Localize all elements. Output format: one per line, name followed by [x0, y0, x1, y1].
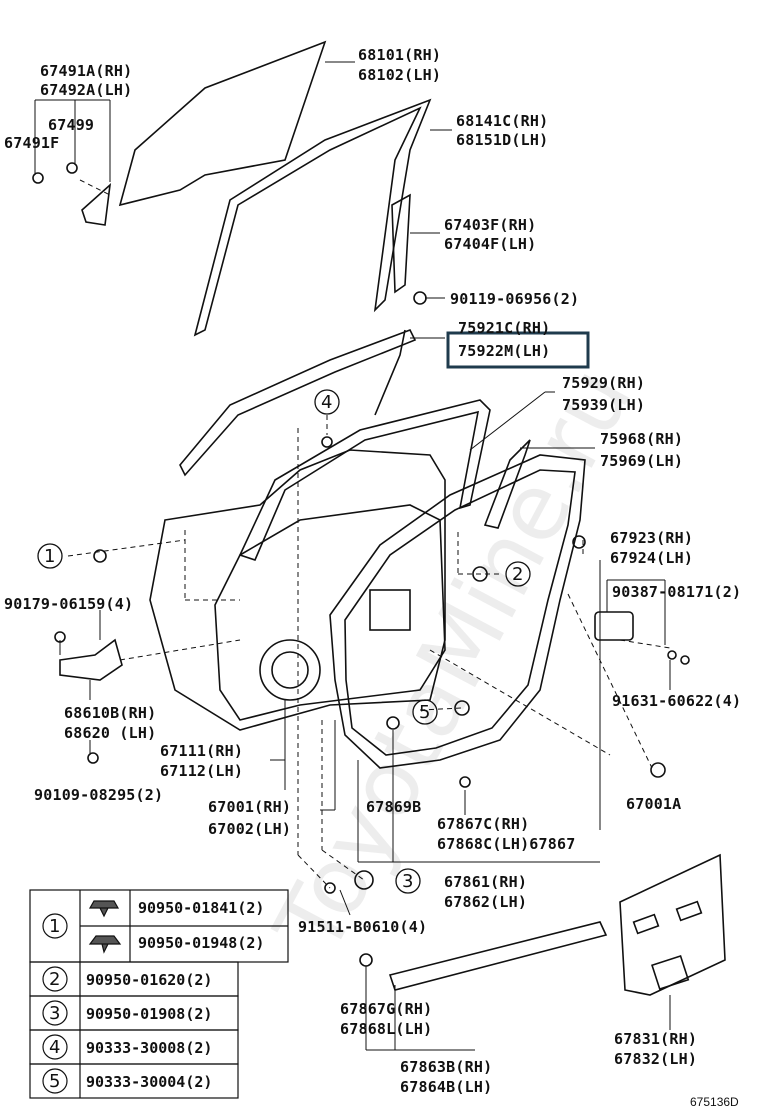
label-68610b: 68610B(RH): [64, 704, 156, 722]
door-trim: [619, 853, 726, 996]
label-67491a: 67491A(RH): [40, 62, 132, 80]
label-67111: 67111(RH): [160, 742, 243, 760]
legend-part-1b: 90950-01948(2): [138, 934, 264, 952]
door-hinge: [59, 638, 123, 681]
callout-4: 4: [321, 392, 332, 413]
lower-moulding: [388, 921, 608, 991]
callout-5: 5: [419, 702, 430, 723]
legend-part-3: 90950-01908(2): [86, 1005, 212, 1023]
label-75922m: 75922M(LH): [458, 342, 550, 360]
door-drawing: [32, 40, 726, 996]
label-75939: 75939(LH): [562, 396, 645, 414]
label-67862: 67862(LH): [444, 893, 527, 911]
label-90119: 90119-06956(2): [450, 290, 579, 308]
label-67404f: 67404F(LH): [444, 235, 536, 253]
label-67112: 67112(LH): [160, 762, 243, 780]
label-90387: 90387-08171(2): [612, 583, 741, 601]
legend-num-2: 2: [49, 969, 60, 990]
callout-1: 1: [44, 546, 55, 567]
label-75968: 75968(RH): [600, 430, 683, 448]
label-67403f: 67403F(RH): [444, 216, 536, 234]
label-68151d: 68151D(LH): [456, 131, 548, 149]
label-67924: 67924(LH): [610, 549, 693, 567]
label-68101: 68101(RH): [358, 46, 441, 64]
label-67492a: 67492A(LH): [40, 81, 132, 99]
legend-num-3: 3: [49, 1003, 60, 1024]
mirror-cover: [81, 182, 112, 226]
label-68620: 68620 (LH): [64, 724, 156, 742]
lock-striker: [594, 611, 634, 641]
dashed-leaders: [67, 179, 671, 889]
label-67923: 67923(RH): [610, 529, 693, 547]
label-67499: 67499: [48, 116, 94, 134]
label-90109: 90109-08295(2): [34, 786, 163, 804]
label-67869b: 67869B: [366, 798, 421, 816]
label-67863b: 67863B(RH): [400, 1058, 492, 1076]
part-labels: 68101(RH) 68102(LH) 67491A(RH) 67492A(LH…: [4, 46, 741, 1096]
label-91511: 91511-B0610(4): [298, 918, 427, 936]
label-67868c: 67868C(LH)67867: [437, 835, 575, 853]
legend-part-4: 90333-30008(2): [86, 1039, 212, 1057]
label-67864b: 67864B(LH): [400, 1078, 492, 1096]
legend-num-5: 5: [49, 1071, 60, 1092]
diagram-code: 675136D: [690, 1095, 739, 1109]
label-67001: 67001(RH): [208, 798, 291, 816]
belt-moulding: [179, 328, 417, 477]
legend-num-4: 4: [49, 1037, 60, 1058]
legend-part-2: 90950-01620(2): [86, 971, 212, 989]
callout-2: 2: [512, 564, 523, 585]
label-67867g: 67867G(RH): [340, 1000, 432, 1018]
door-inner-panel: [214, 504, 446, 721]
legend-num-1: 1: [49, 916, 60, 937]
label-67002: 67002(LH): [208, 820, 291, 838]
callout-3: 3: [402, 871, 413, 892]
legend-part-1a: 90950-01841(2): [138, 899, 264, 917]
glass-run: [193, 98, 432, 337]
label-67832: 67832(LH): [614, 1050, 697, 1068]
label-75929: 75929(RH): [562, 374, 645, 392]
legend-part-5: 90333-30004(2): [86, 1073, 212, 1091]
selected-part-highlight: [446, 331, 590, 369]
door-glass: [118, 40, 327, 207]
label-67868l: 67868L(LH): [340, 1020, 432, 1038]
label-68102: 68102(LH): [358, 66, 441, 84]
label-67831: 67831(RH): [614, 1030, 697, 1048]
label-68141c: 68141C(RH): [456, 112, 548, 130]
label-67861: 67861(RH): [444, 873, 527, 891]
weatherstrip: [329, 454, 586, 769]
callout-circles: [37, 389, 531, 894]
label-75969: 75969(LH): [600, 452, 683, 470]
legend-table: 1 2 3 4 5 90950-01841(2) 90950-01948(2) …: [29, 889, 289, 1099]
rear-channel: [391, 193, 411, 294]
label-67491f: 67491F: [4, 134, 59, 152]
label-67867c: 67867C(RH): [437, 815, 529, 833]
label-67001a: 67001A: [626, 795, 681, 813]
frame-moulding: [238, 399, 491, 561]
leader-lines: [34, 61, 671, 1051]
label-75921c: 75921C(RH): [458, 319, 550, 337]
callout-numbers: 1 2 3 4 5: [44, 392, 523, 892]
label-90179: 90179-06159(4): [4, 595, 133, 613]
label-91631: 91631-60622(4): [612, 692, 741, 710]
